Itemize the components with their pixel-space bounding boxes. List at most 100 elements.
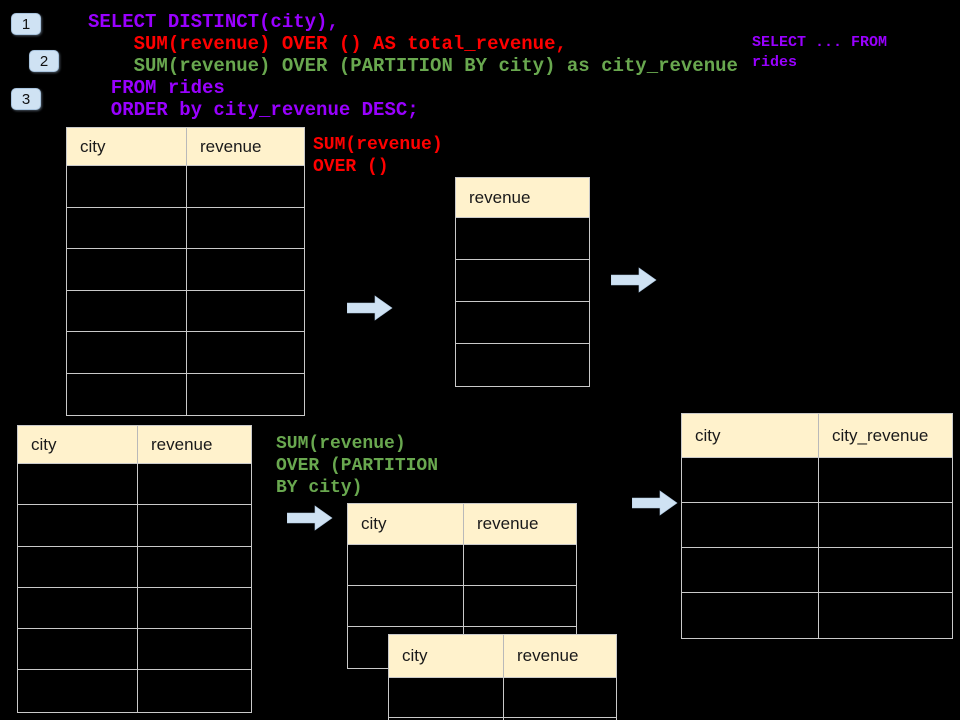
table-source-bottom: city revenue [17, 425, 252, 713]
table-cell [186, 332, 304, 373]
table-cell [456, 260, 589, 301]
table-body [67, 166, 304, 415]
table-cell [456, 344, 589, 386]
column-header-revenue: revenue [463, 504, 576, 544]
table-cell [186, 373, 304, 415]
table-row [682, 593, 952, 638]
table-row [18, 629, 251, 671]
table-cell [18, 629, 137, 669]
right-arrow-icon [287, 505, 333, 531]
step-badge-1: 1 [11, 13, 41, 35]
table-body [682, 458, 952, 638]
right-arrow-icon [611, 267, 657, 293]
table-row [456, 260, 589, 302]
table-cell [18, 547, 137, 587]
table-cell [389, 678, 503, 717]
annotation-line: OVER (PARTITION [276, 456, 439, 476]
table-cell [818, 548, 952, 592]
annotation-line: SUM(revenue) [276, 434, 406, 454]
annotation-line: OVER () [313, 157, 389, 177]
table-cell [682, 458, 818, 502]
table-cell [463, 545, 576, 585]
table-row [67, 290, 304, 332]
table-cell [682, 548, 818, 592]
table-cell [463, 586, 576, 626]
step-badge-2: 2 [29, 50, 59, 72]
table-row [67, 249, 304, 291]
table-body [456, 218, 589, 386]
table-row [18, 505, 251, 547]
table-header-row: revenue [456, 178, 589, 218]
side-note-line: rides [752, 54, 798, 71]
table-cell [67, 249, 186, 290]
column-header-city: city [695, 425, 721, 445]
table-row [348, 586, 576, 627]
side-note-select-from-rides: SELECT ... FROM rides [752, 33, 887, 73]
table-cell [818, 593, 952, 638]
table-cell [137, 464, 251, 505]
table-header-row: city city_revenue [682, 414, 952, 458]
sql-code-block: SELECT DISTINCT(city), SUM(revenue) OVER… [88, 11, 738, 121]
table-city-revenue-result: city city_revenue [681, 413, 953, 639]
sql-line-from: FROM rides [88, 77, 225, 99]
column-header-revenue: revenue [186, 128, 304, 165]
column-header-city: city [80, 136, 106, 156]
table-cell [18, 588, 137, 628]
table-header-row: city revenue [389, 635, 616, 678]
table-cell [186, 166, 304, 207]
table-cell [137, 505, 251, 546]
table-row [67, 373, 304, 416]
table-row [682, 458, 952, 503]
table-cell [682, 503, 818, 547]
table-cell [682, 593, 818, 638]
table-row [682, 548, 952, 593]
table-row [18, 464, 251, 506]
table-cell [348, 586, 463, 626]
column-header-revenue: revenue [137, 426, 251, 463]
table-row [682, 503, 952, 548]
table-cell [137, 587, 251, 629]
sql-line-total-revenue: SUM(revenue) OVER () AS total_revenue, [88, 33, 567, 55]
column-header-city-revenue: city_revenue [818, 414, 952, 457]
table-row [18, 670, 251, 712]
table-source-top: city revenue [66, 127, 305, 416]
table-cell [818, 503, 952, 547]
table-cell [67, 374, 186, 416]
table-cell [503, 718, 616, 720]
table-cell [18, 670, 137, 711]
table-row [456, 302, 589, 344]
step-badge-3: 3 [11, 88, 41, 110]
table-cell [18, 464, 137, 504]
table-cell [137, 546, 251, 587]
table-cell [186, 207, 304, 248]
table-body [389, 678, 616, 720]
column-header-city: city [402, 646, 428, 665]
table-row [18, 546, 251, 588]
table-cell [456, 218, 589, 259]
table-cell [67, 166, 186, 207]
table-cell [137, 670, 251, 712]
step-badge-label: 2 [39, 52, 49, 70]
table-row [348, 545, 576, 586]
column-header-revenue: revenue [469, 187, 531, 207]
table-row [67, 207, 304, 249]
table-cell [67, 332, 186, 373]
table-header-row: city revenue [67, 128, 304, 166]
step-badge-label: 1 [21, 15, 31, 33]
table-cell [67, 208, 186, 249]
table-total-revenue-result: revenue [455, 177, 590, 387]
table-row [389, 718, 616, 720]
table-partition-step: city revenue [347, 503, 577, 669]
table-row [456, 344, 589, 386]
side-note-line: SELECT ... FROM [752, 34, 888, 51]
table-cell [456, 302, 589, 343]
table-partition-step-overlay: city revenue [388, 634, 617, 720]
table-cell [67, 291, 186, 332]
right-arrow-icon [347, 295, 393, 321]
sql-line-order-by: ORDER by city_revenue DESC; [88, 99, 419, 121]
column-header-city: city [361, 514, 387, 533]
table-cell [818, 458, 952, 502]
table-cell [18, 505, 137, 545]
table-row [67, 166, 304, 208]
table-header-row: city revenue [18, 426, 251, 464]
